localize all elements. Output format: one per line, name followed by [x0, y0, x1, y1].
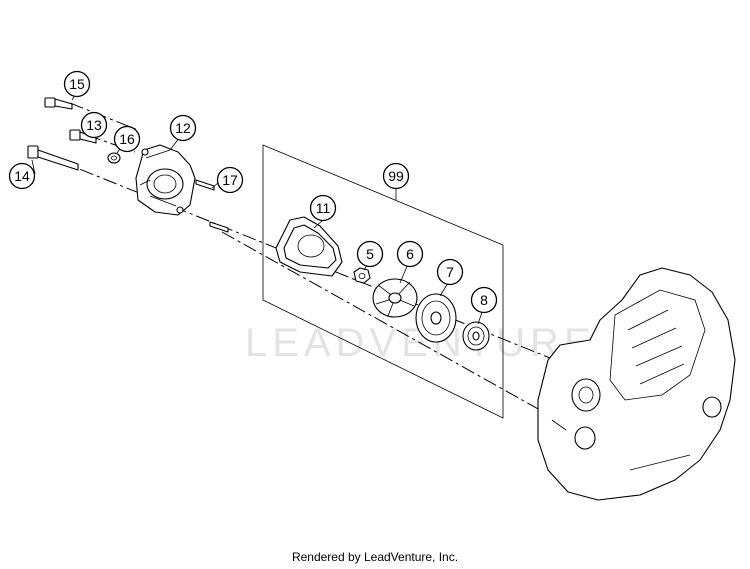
callout-11-label: 11	[316, 200, 331, 216]
callout-8-label: 8	[480, 292, 488, 308]
callout-17-label: 17	[222, 172, 238, 188]
washer-16-part	[107, 152, 121, 164]
callout-13-label: 13	[86, 117, 102, 133]
bolt-15-part	[44, 97, 73, 110]
callout-6: 6	[396, 240, 424, 268]
callout-6-label: 6	[406, 246, 414, 262]
callout-99: 99	[382, 162, 410, 190]
callout-14-label: 14	[14, 168, 30, 184]
impeller-6-part	[372, 278, 418, 318]
engine-cover-part	[537, 267, 736, 501]
nut-5-part	[353, 267, 371, 284]
callout-12: 12	[169, 114, 197, 142]
callout-99-label: 99	[388, 168, 404, 184]
pump-cover-12-part	[135, 144, 196, 216]
gasket-11-part	[275, 216, 343, 277]
long-bolt-14-part	[27, 145, 79, 171]
dowel-17-part	[195, 179, 229, 233]
bearing-8-part	[462, 321, 490, 351]
callout-11: 11	[309, 194, 337, 222]
callout-16-label: 16	[119, 131, 135, 147]
callout-16: 16	[113, 125, 141, 153]
callout-5-label: 5	[366, 246, 374, 262]
callout-17: 17	[216, 166, 244, 194]
callout-7-label: 7	[446, 264, 454, 280]
callout-7: 7	[436, 258, 464, 286]
assembly-axis-lower	[221, 231, 541, 411]
footer-credit: Rendered by LeadVenture, Inc.	[291, 550, 459, 564]
callout-8: 8	[470, 286, 498, 314]
seal-7-part	[415, 293, 457, 343]
callout-14: 14	[8, 162, 36, 190]
callout-12-label: 12	[175, 120, 191, 136]
kit-box-outline	[262, 144, 504, 419]
callout-15: 15	[63, 70, 91, 98]
callout-15-label: 15	[69, 76, 85, 92]
callout-13: 13	[80, 111, 108, 139]
callout-5: 5	[356, 240, 384, 268]
